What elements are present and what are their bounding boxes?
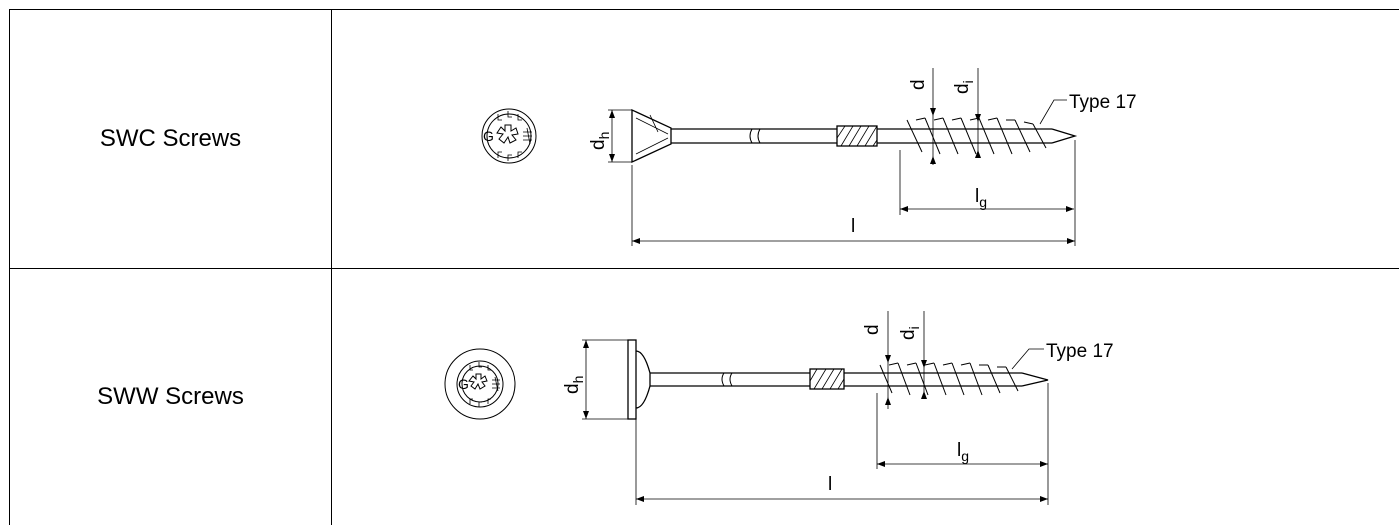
row-label-swc: SWC Screws bbox=[99, 125, 242, 152]
svg-text:l: l bbox=[828, 474, 832, 495]
sww-screw-body bbox=[627, 339, 1049, 420]
swc-type17-callout: Type 17 bbox=[1039, 92, 1137, 125]
swc-screw-drawing: G dh bbox=[481, 68, 1137, 246]
swc-head-marking: G bbox=[483, 128, 494, 144]
svg-text:Type 17: Type 17 bbox=[1069, 92, 1137, 113]
sww-d-dimension: d bbox=[862, 311, 891, 409]
swc-head-top-view: G bbox=[481, 108, 537, 164]
swc-dh-dimension: dh bbox=[588, 109, 632, 163]
table-row-sww: SWW Screws G bbox=[9, 268, 1399, 525]
table-row-swc: SWC Screws G bbox=[9, 9, 1399, 269]
sww-type17-callout: Type 17 bbox=[1011, 341, 1114, 370]
screw-table: SWC Screws G bbox=[9, 9, 1399, 525]
sww-dh-dimension: dh bbox=[562, 339, 632, 420]
svg-text:lg: lg bbox=[957, 440, 969, 464]
label-cell-sww: SWW Screws bbox=[10, 269, 332, 525]
swc-screw-body bbox=[631, 108, 1078, 164]
drawing-cell-sww: G dh bbox=[332, 269, 1399, 525]
swc-d-dimension: d bbox=[908, 68, 936, 165]
svg-text:Type 17: Type 17 bbox=[1046, 341, 1114, 362]
swc-di-dimension: di bbox=[952, 68, 981, 158]
swc-lg-dimension: lg bbox=[899, 150, 1074, 215]
sww-head-top-view: G bbox=[444, 348, 516, 420]
sww-head-marking: G bbox=[458, 376, 469, 392]
svg-text:dh: dh bbox=[588, 132, 612, 150]
sww-l-dimension: l bbox=[635, 383, 1049, 505]
label-cell-swc: SWC Screws bbox=[10, 10, 332, 268]
svg-text:d: d bbox=[862, 324, 883, 335]
sww-screw-drawing: G dh bbox=[444, 311, 1114, 505]
svg-text:di: di bbox=[898, 326, 922, 340]
svg-text:lg: lg bbox=[975, 186, 987, 210]
svg-text:dh: dh bbox=[562, 376, 586, 394]
row-label-sww: SWW Screws bbox=[97, 383, 244, 410]
drawing-cell-swc: G dh bbox=[332, 10, 1399, 268]
sww-lg-dimension: lg bbox=[876, 393, 1048, 469]
swc-l-dimension: l bbox=[631, 140, 1076, 246]
svg-text:d: d bbox=[908, 79, 929, 90]
sww-di-dimension: di bbox=[898, 311, 927, 399]
svg-text:di: di bbox=[952, 80, 976, 94]
svg-text:l: l bbox=[851, 216, 855, 237]
